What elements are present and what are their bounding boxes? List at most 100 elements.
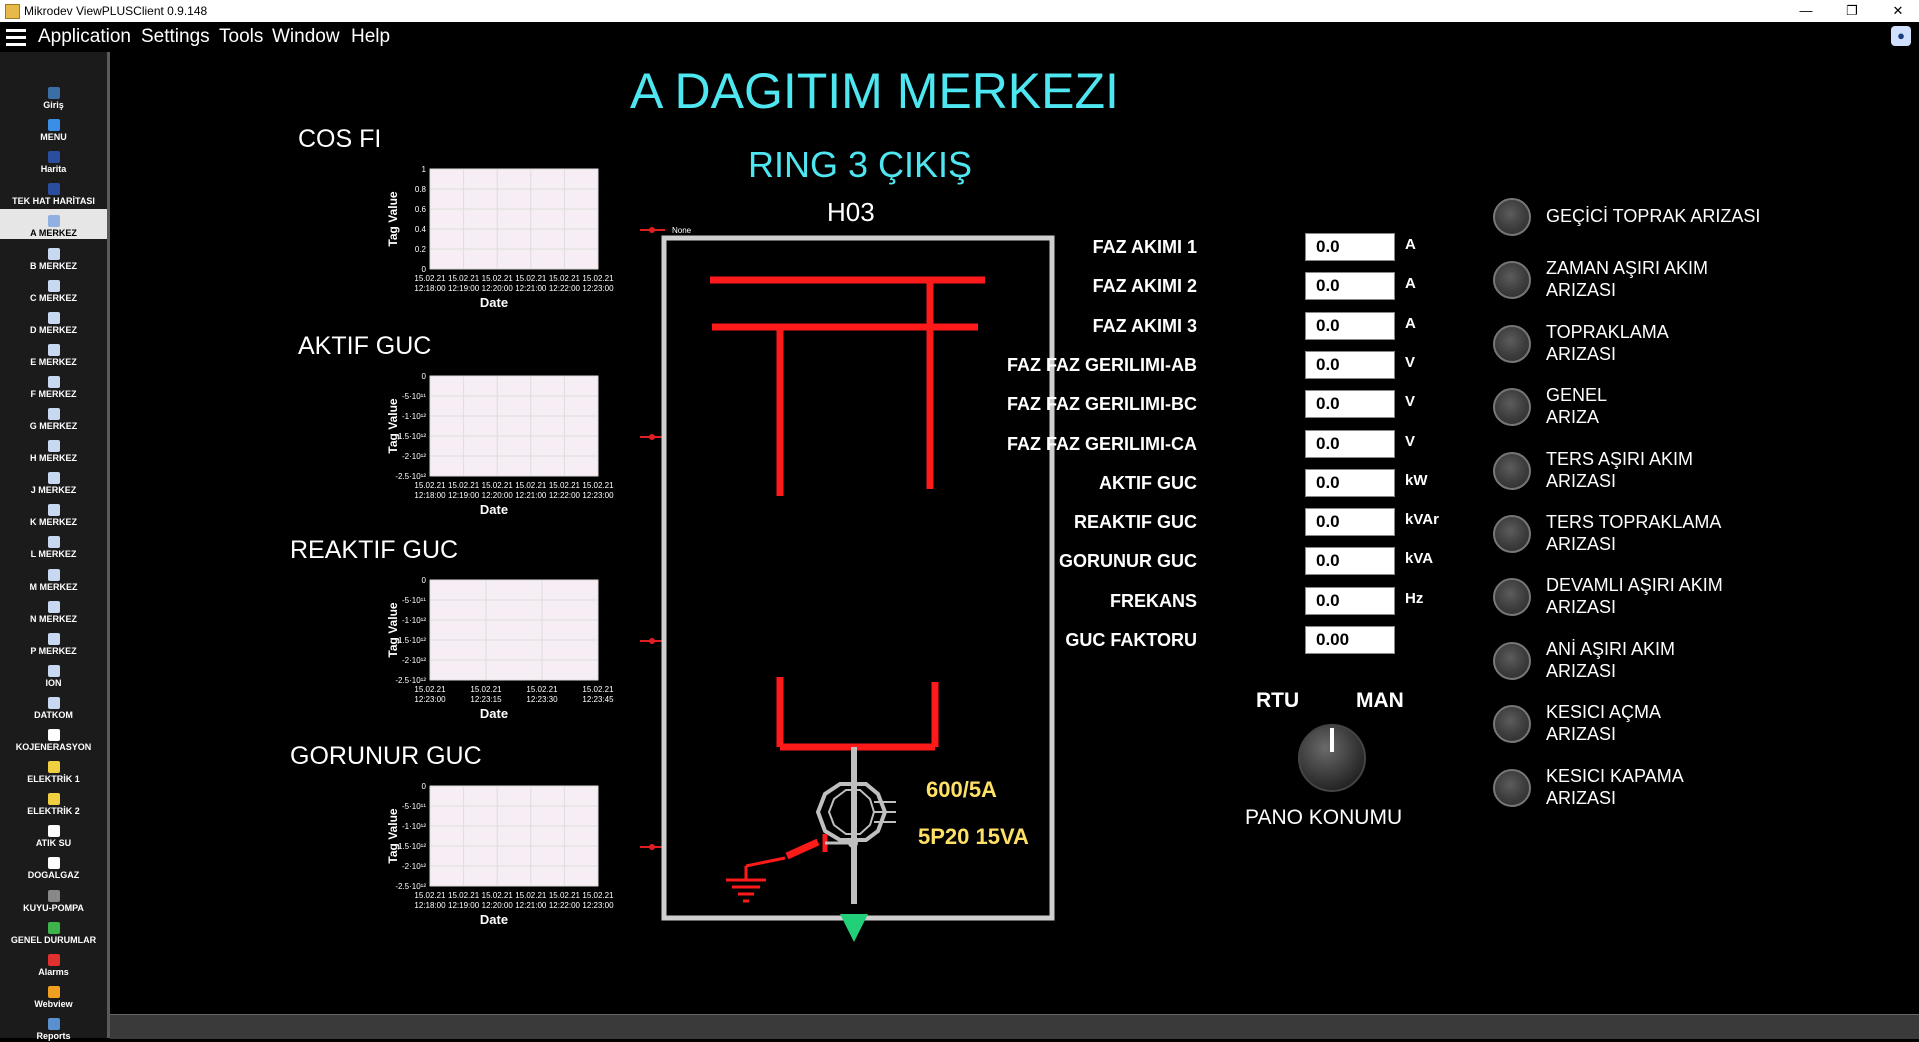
menu-settings[interactable]: Settings (141, 26, 210, 47)
alarm-label-line: GENEL (1546, 385, 1608, 406)
x-tick-time: 12:23:45 (582, 695, 614, 704)
sidebar-item-ion[interactable]: ION (0, 659, 107, 689)
y-tick-label: -5·10¹¹ (402, 392, 426, 401)
sidebar-item-a-merkez[interactable]: A MERKEZ (0, 209, 107, 240)
shield-icon (47, 472, 60, 485)
sidebar-item-b-merkez[interactable]: B MERKEZ (0, 242, 107, 272)
menu-window[interactable]: Window (272, 26, 340, 47)
alarm-label-line: ARIZASI (1546, 343, 1617, 364)
sidebar-item-label: KOJENERASYON (15, 742, 92, 752)
sidebar-item-e-merkez[interactable]: E MERKEZ (0, 338, 107, 368)
x-tick-date: 15.02.21 (414, 481, 446, 490)
plot-area (429, 168, 599, 270)
pano-konumu-selector-knob[interactable] (1292, 718, 1372, 798)
measurement-value-field: 0.0 (1305, 547, 1395, 576)
x-tick-date: 15.02.21 (414, 274, 446, 283)
measurement-unit: A (1405, 275, 1416, 293)
pano-konumu-label: PANO KONUMU (1245, 806, 1403, 829)
x-axis-label: Date (480, 295, 508, 310)
sidebar-item-n-merkez[interactable]: N MERKEZ (0, 595, 107, 625)
page-subtitle: RING 3 ÇIKIŞ (748, 144, 973, 185)
sidebar-item-alarms[interactable]: Alarms (0, 948, 107, 978)
x-tick-time: 12:23:00 (582, 284, 614, 293)
selector-man-label: MAN (1356, 689, 1404, 712)
sidebar-item-webview[interactable]: Webview (0, 980, 107, 1010)
measurement-unit: V (1405, 393, 1416, 411)
alarm-label-line: ARIZASI (1546, 724, 1617, 745)
sidebar-item-harita[interactable]: Harita (0, 145, 107, 175)
measurement-value-field: 0.0 (1305, 468, 1395, 497)
y-tick-label: -2·10¹² (402, 862, 426, 871)
y-tick-label: -1·10¹² (402, 616, 426, 625)
sidebar-item-m-merkez[interactable]: M MERKEZ (0, 563, 107, 593)
sidebar-item-genel-durumlar[interactable]: GENEL DURUMLAR (0, 916, 107, 946)
alarm-label-line: ARIZASI (1546, 534, 1617, 554)
sidebar-item-f-merkez[interactable]: F MERKEZ (0, 370, 107, 400)
sidebar-item-p-merkez[interactable]: P MERKEZ (0, 627, 107, 657)
y-axis-label: Tag Value (386, 602, 400, 657)
sidebar-item-elektri-k-1[interactable]: ELEKTRİK 1 (0, 755, 107, 785)
legend-entry: None (672, 226, 692, 235)
restore-button[interactable]: ❐ (1846, 3, 1858, 18)
alarm-indicator-led (1493, 198, 1531, 236)
menu-help[interactable]: Help (351, 26, 391, 47)
x-axis-label: Date (480, 502, 508, 517)
legend-marker (649, 434, 655, 440)
hamburger-menu-icon[interactable] (6, 29, 26, 46)
alarm-label-line: TERS AŞIRI AKIM (1546, 448, 1694, 469)
y-tick-label: 0.6 (415, 205, 427, 214)
shield-icon (47, 536, 60, 549)
measurement-label: AKTIF GUC (1099, 472, 1197, 493)
sidebar-item-kojenerasyon[interactable]: KOJENERASYON (0, 723, 107, 753)
main-panel: A DAGITIM MERKEZI RING 3 ÇIKIŞ H03 COS F… (110, 52, 1919, 1014)
user-icon[interactable]: ● (1891, 26, 1911, 46)
alarm-label-line: ARIZASI (1546, 787, 1617, 808)
alarm-label-line: ARIZASI (1546, 280, 1617, 301)
sidebar-item-d-merkez[interactable]: D MERKEZ (0, 306, 107, 336)
measurement-label: REAKTIF GUC (1074, 512, 1197, 533)
shield-icon (47, 568, 60, 581)
sidebar-item-datkom[interactable]: DATKOM (0, 691, 107, 721)
sidebar-item-giriş[interactable]: Giriş (0, 81, 107, 111)
alarm-label-line: TOPRAKLAMA (1546, 321, 1669, 342)
sidebar-item-l-merkez[interactable]: L MERKEZ (0, 530, 107, 560)
x-tick-time: 12:23:00 (582, 901, 614, 910)
sidebar-item-menu[interactable]: MENU (0, 113, 107, 143)
close-button[interactable]: ✕ (1892, 3, 1904, 18)
y-tick-label: 0.4 (415, 225, 427, 234)
alarm-label-line: ARIZA (1546, 407, 1600, 428)
menu-application[interactable]: Application (38, 26, 131, 47)
measurement-value-field: 0.0 (1305, 429, 1395, 458)
x-tick-date: 15.02.21 (515, 891, 547, 900)
sidebar-item-label: DOGALGAZ (27, 870, 80, 881)
sidebar-item-dogalgaz[interactable]: DOGALGAZ (0, 851, 107, 881)
y-tick-label: 0.2 (415, 245, 427, 254)
alarm-indicator-led (1493, 388, 1531, 427)
sidebar-item-j-merkez[interactable]: J MERKEZ (0, 466, 107, 496)
x-tick-date: 15.02.21 (582, 685, 614, 694)
minimize-button[interactable]: — (1799, 3, 1813, 18)
x-tick-date: 15.02.21 (526, 685, 558, 694)
sidebar-item-h-merkez[interactable]: H MERKEZ (0, 434, 107, 464)
shield-icon (47, 311, 60, 324)
sidebar-item-reports[interactable]: Reports (0, 1012, 107, 1042)
alarm-indicator-led (1493, 261, 1531, 300)
shield-icon (47, 343, 60, 356)
menu-tools[interactable]: Tools (219, 26, 264, 47)
sidebar-item-kuyu-pompa[interactable]: KUYU-POMPA (0, 884, 107, 914)
sidebar-item-elektri-k-2[interactable]: ELEKTRİK 2 (0, 787, 107, 817)
sidebar-item-g-merkez[interactable]: G MERKEZ (0, 402, 107, 432)
alarm-indicator-led (1493, 768, 1531, 807)
measurement-label: FAZ FAZ GERILIMI-CA (1007, 433, 1197, 454)
sidebar-item-c-merkez[interactable]: C MERKEZ (0, 274, 107, 304)
sidebar-item-tek-hat-hari-tasi[interactable]: TEK HAT HARİTASI (0, 177, 107, 207)
y-tick-label: 0 (422, 265, 427, 274)
sidebar-item-k-merkez[interactable]: K MERKEZ (0, 498, 107, 528)
sidebar-item-atik-su[interactable]: ATIK SU (0, 819, 107, 849)
sidebar-item-label: ION (45, 677, 62, 688)
sidebar-item-label: KUYU-POMPA (23, 902, 84, 913)
